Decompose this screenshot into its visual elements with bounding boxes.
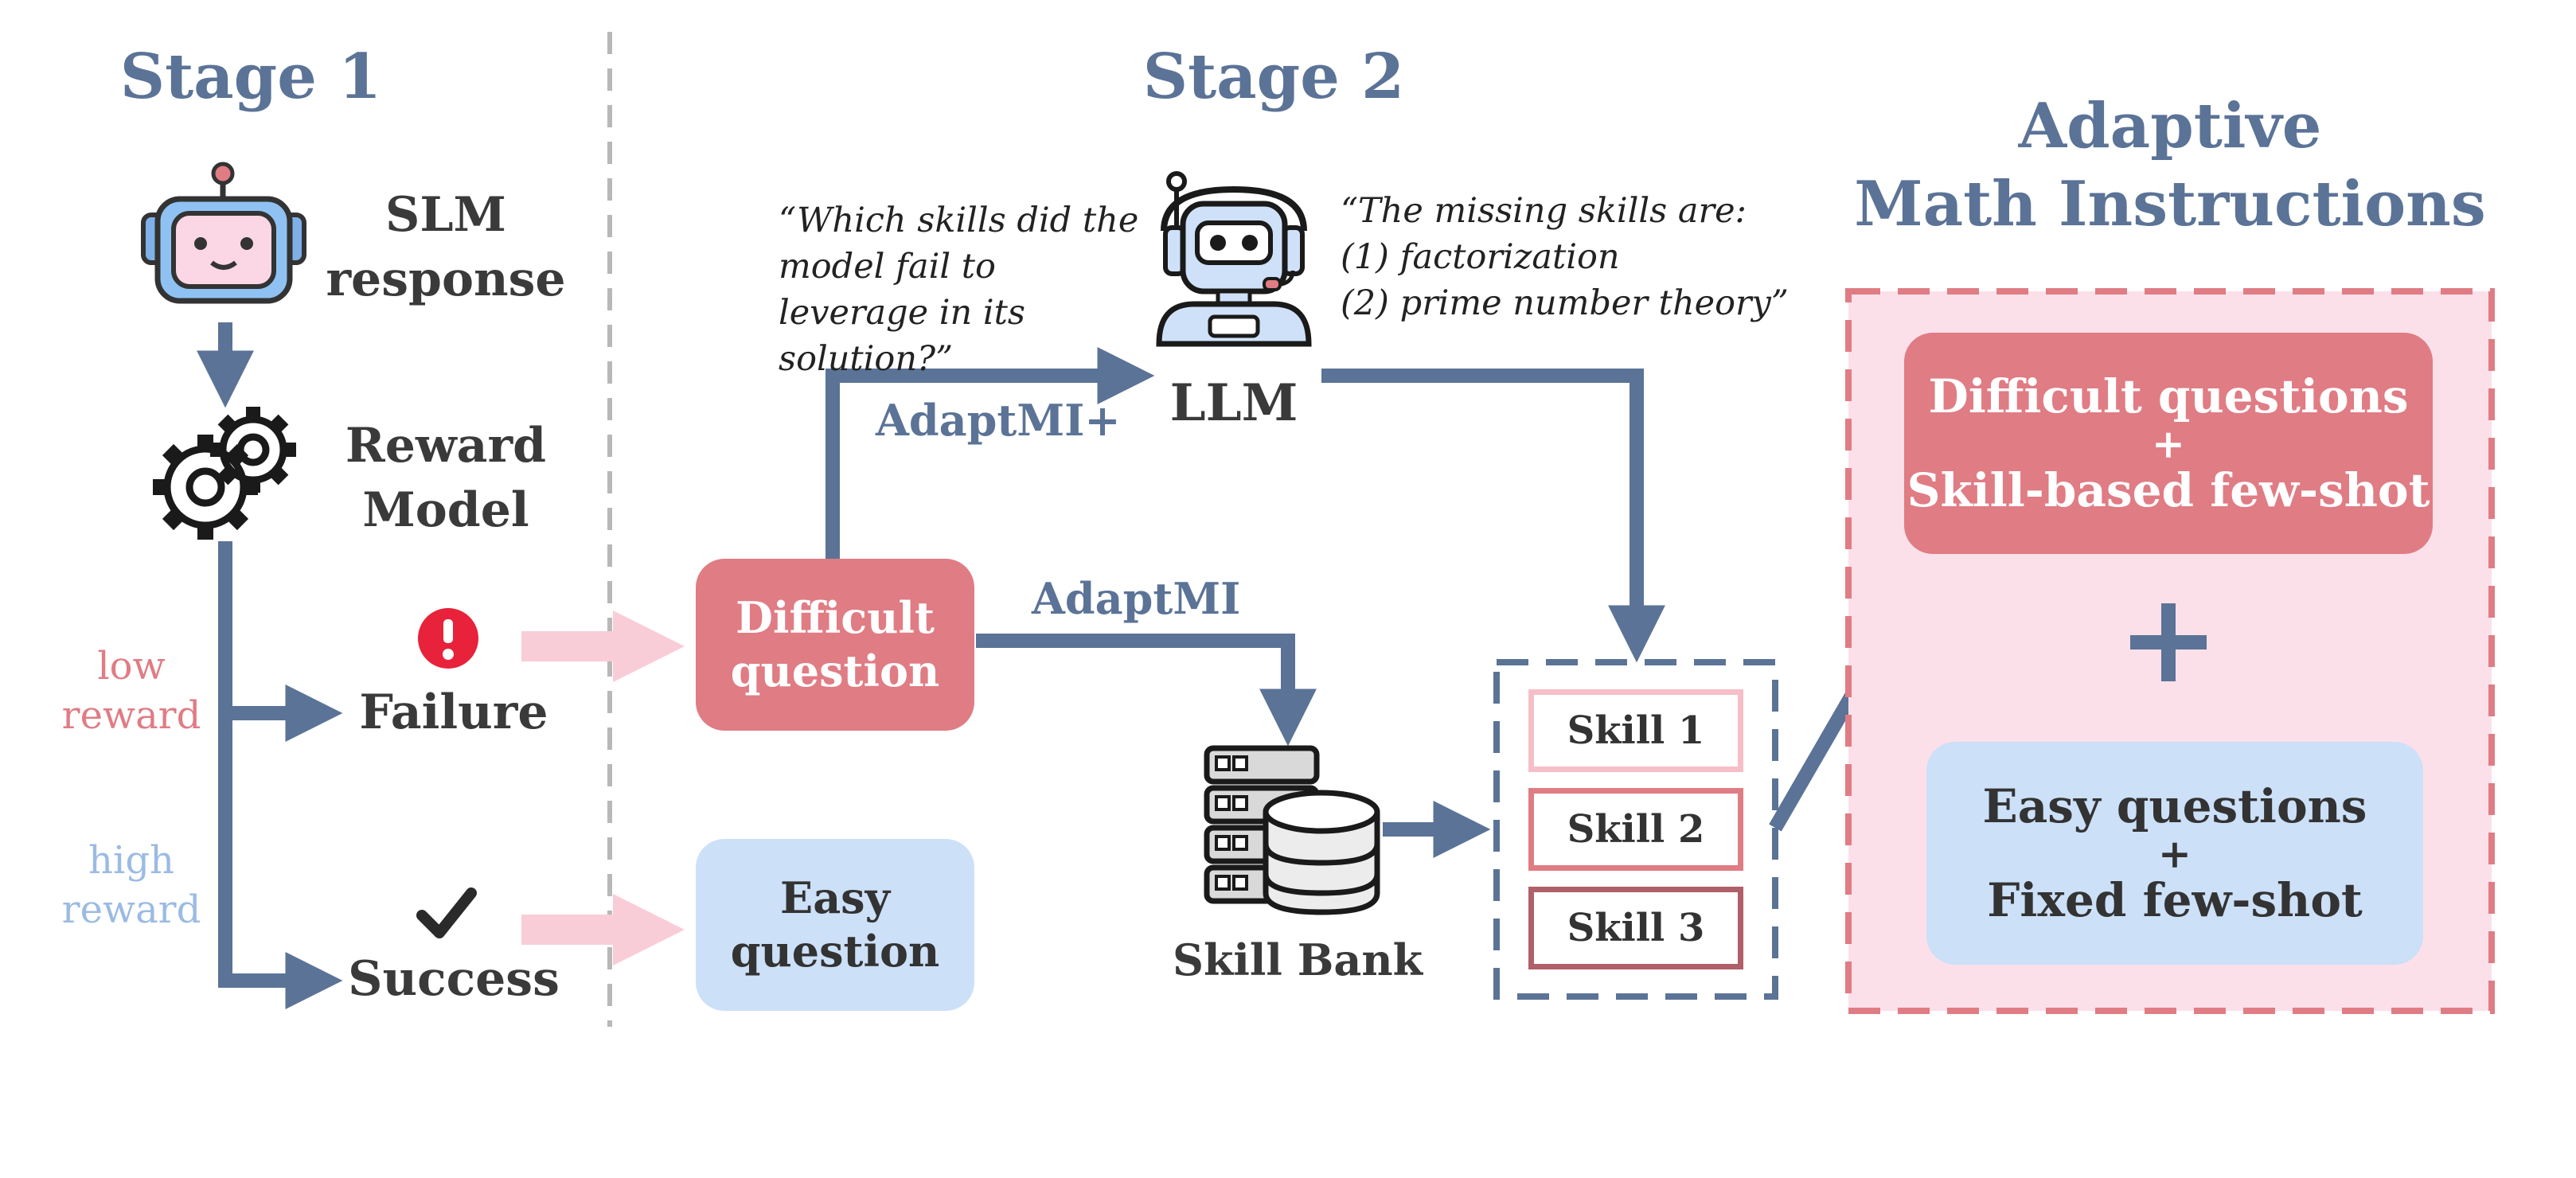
easy-question-box: Easy question	[696, 839, 974, 1011]
skill-2-box: Skill 2	[1528, 788, 1743, 871]
difficult-output-line: Difficult questions	[1928, 369, 2409, 423]
adaptmi-plus-arrow	[825, 347, 1155, 559]
skills-container	[1493, 659, 1778, 1000]
checkmark-icon	[416, 887, 477, 938]
failure-label: Failure	[359, 685, 548, 740]
low-reward-label: low reward	[61, 644, 201, 739]
llm-to-skills-arrow	[1321, 369, 1665, 663]
output-title: Adaptive Math Instructions	[1848, 88, 2492, 243]
adaptmi-arrow	[976, 634, 1317, 747]
question-quote: “Which skills did the model fail to leve…	[779, 201, 1139, 380]
difficult-output-box: Difficult questions + Skill-based few-sh…	[1904, 333, 2433, 554]
adaptmi-label: AdaptMI	[1032, 573, 1241, 624]
gears-icon	[153, 407, 296, 540]
easy-output-line: Easy questions	[1982, 779, 2367, 833]
answer-quote-line: (2) prime number theory”	[1341, 283, 1789, 324]
easy-output-line: Fixed few-shot	[1987, 872, 2363, 927]
reward-model-label: Reward Model	[345, 418, 547, 538]
difficult-output-plus: +	[2152, 419, 2185, 467]
stage-2-title: Stage 2	[1142, 41, 1405, 113]
big-plus-vertical	[2161, 603, 2176, 681]
skill-3-box: Skill 3	[1528, 887, 1743, 969]
answer-quote-line: (1) factorization	[1341, 237, 1620, 278]
difficult-output-line: Skill-based few-shot	[1907, 462, 2430, 517]
difficult-question-box: Difficult question	[696, 559, 974, 731]
answer-quote-line: “The missing skills are:	[1341, 191, 1747, 231]
failure-to-difficult-arrow	[521, 610, 685, 682]
skill-bank-icon	[1204, 745, 1380, 915]
llm-label: LLM	[1169, 373, 1298, 433]
robot-icon	[141, 162, 306, 304]
easy-output-box: Easy questions + Fixed few-shot	[1926, 742, 2423, 965]
easy-output-plus: +	[2158, 829, 2192, 877]
skill-bank-label: Skill Bank	[1172, 934, 1423, 985]
success-to-easy-arrow	[521, 894, 685, 965]
slm-response-label: SLM response	[326, 187, 566, 307]
llm-robot-icon	[1156, 171, 1312, 347]
output-title-line: Adaptive	[2018, 90, 2322, 162]
output-title-line: Math Instructions	[1854, 167, 2486, 240]
answer-quote: “The missing skills are: (1) factorizati…	[1341, 188, 1818, 326]
success-label: Success	[348, 951, 560, 1007]
alert-icon	[418, 608, 478, 669]
stage-1-title: Stage 1	[119, 41, 382, 113]
high-reward-label: high reward	[61, 838, 201, 933]
adaptmi-plus-label: AdaptMI+	[876, 395, 1121, 446]
skill-1-box: Skill 1	[1528, 689, 1743, 772]
